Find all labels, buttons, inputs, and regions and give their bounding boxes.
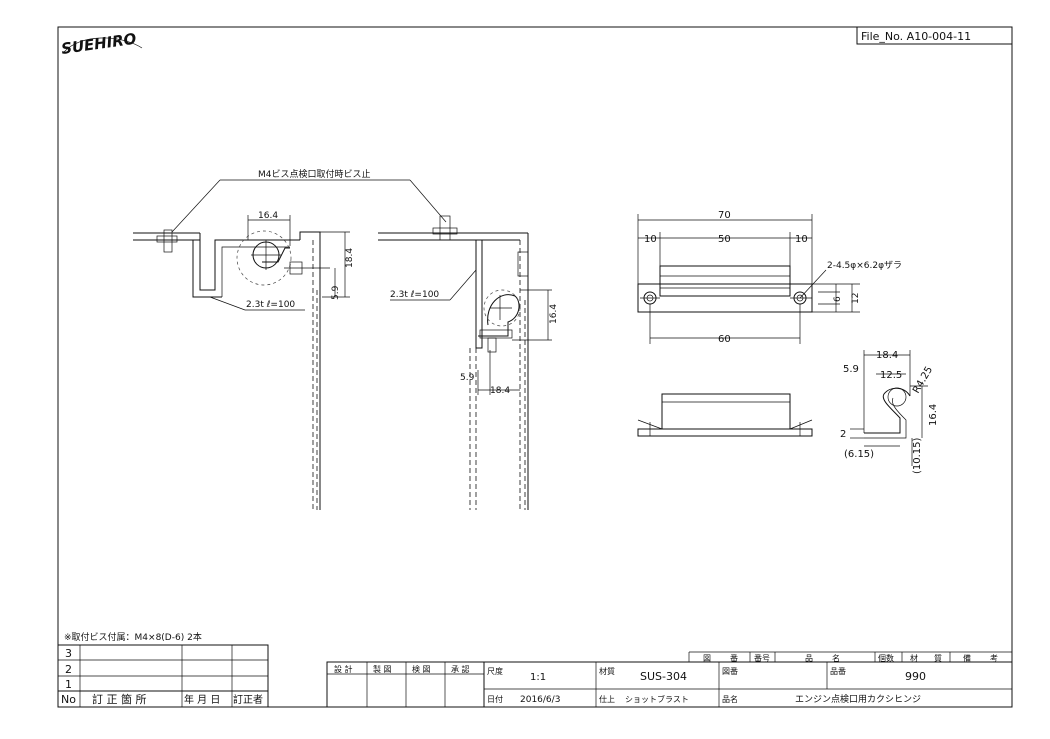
- file-no-box: [856, 26, 1013, 45]
- product-name-value: エンジン点検口用カクシヒンジ: [795, 693, 921, 705]
- dim-top-10b: 10: [795, 234, 808, 245]
- rev-row-3: 3: [65, 647, 72, 660]
- finish-value: ショットブラスト: [625, 694, 689, 704]
- scale-value: 1:1: [530, 672, 546, 683]
- dim-top-60: 60: [718, 334, 731, 345]
- dim-left-16-4: 16.4: [258, 211, 278, 221]
- dim-top-10a: 10: [644, 234, 657, 245]
- parts-h-kou: 考: [990, 654, 998, 663]
- rev-header-location: 訂 正 箇 所: [92, 692, 147, 706]
- date-label: 日付: [487, 694, 503, 704]
- rev-header-date: 年 月 日: [184, 693, 220, 706]
- front-view: [637, 393, 813, 437]
- rev-row-1: 1: [65, 678, 72, 691]
- dim-det-6-15: (6.15): [844, 449, 874, 460]
- revision-table: 3 2 1 No 訂 正 箇 所 年 月 日 訂正者: [57, 644, 269, 708]
- parts-h-mei: 名: [832, 653, 840, 663]
- callout-plate-right: 2.3t ℓ=100: [390, 290, 439, 300]
- title-block: 設 計 製 図 検 図 承 認 尺度 1:1 日付 2016/6/3 材質 SU…: [326, 651, 1013, 708]
- material-value: SUS-304: [640, 670, 687, 683]
- dim-top-6: 6: [833, 296, 843, 302]
- rev-row-2: 2: [65, 663, 72, 676]
- callout-plate-left: 2.3t ℓ=100: [246, 300, 295, 310]
- dim-det-r: R4.25: [911, 365, 935, 396]
- dim-right-18-4: 18.4: [490, 386, 510, 396]
- top-view: 70 10 50 10 60 6 12 2-4.5φ×6.2φザラ: [637, 210, 902, 345]
- dim-right-16-4: 16.4: [549, 304, 559, 324]
- file-number: File_No. A10-004-11: [861, 30, 971, 43]
- logo-text: SUEHIRO: [60, 30, 138, 58]
- rev-header-reviser: 訂正者: [233, 693, 263, 706]
- finish-label: 仕上: [599, 694, 615, 704]
- dim-det-18-4: 18.4: [876, 350, 898, 361]
- parts-h-hin: 品: [805, 654, 813, 663]
- dim-top-70: 70: [718, 210, 731, 221]
- parts-h-fig: 図: [703, 654, 711, 663]
- parts-h-ban: 番: [730, 653, 738, 663]
- screw-callout: M4ビス点検口取付時ビス止: [171, 168, 447, 233]
- product-name-label: 品名: [722, 694, 738, 704]
- product-code-value: 990: [905, 670, 926, 683]
- product-code-label: 品番: [830, 666, 846, 676]
- dim-left-5-9: 5.9: [331, 285, 341, 300]
- rev-header-no: No: [61, 693, 76, 706]
- parts-h-zai: 材: [910, 653, 918, 663]
- left-hinge-view: 16.4 18.4 5.9 2.3t ℓ=100: [133, 211, 355, 510]
- drawing-border: [57, 26, 1013, 708]
- date-value: 2016/6/3: [520, 695, 560, 705]
- drawing-no-label: 図番: [722, 666, 738, 676]
- parts-h-qty: 個数: [878, 653, 894, 663]
- right-hinge-view: 2.3t ℓ=100 16.4 5.9 18.4: [378, 215, 559, 510]
- parts-h-shitsu: 質: [934, 653, 942, 663]
- approval-check: 検 図: [412, 664, 431, 674]
- hole-callout: 2-4.5φ×6.2φザラ: [827, 260, 902, 271]
- dim-left-18-4: 18.4: [345, 248, 355, 268]
- parts-h-bi: 備: [963, 653, 971, 663]
- screws-note: ※取付ビス付属：M4×8(D-6) 2本: [64, 631, 202, 643]
- dim-det-10-15: (10.15): [912, 437, 923, 474]
- screw-callout-text: M4ビス点検口取付時ビス止: [258, 168, 371, 180]
- suehiro-logo: SUEHIRO: [60, 30, 143, 58]
- approval-drafting: 製 図: [373, 664, 392, 674]
- material-label: 材質: [599, 666, 615, 676]
- dim-top-50: 50: [718, 234, 731, 245]
- dim-det-12-5: 12.5: [880, 370, 902, 381]
- detail-view: 18.4 12.5 5.9 R4.25 16.4 2 (6.15) (10.15…: [840, 350, 939, 474]
- dim-top-12: 12: [851, 293, 861, 304]
- scale-label: 尺度: [487, 666, 503, 676]
- dim-det-5-9: 5.9: [843, 364, 859, 375]
- dim-det-16-4: 16.4: [928, 404, 939, 426]
- approval-design: 設 計: [334, 664, 353, 674]
- dim-right-5-9: 5.9: [460, 373, 475, 383]
- approval-approve: 承 認: [451, 664, 470, 674]
- dim-det-2: 2: [840, 429, 846, 440]
- parts-h-number: 番号: [754, 653, 770, 663]
